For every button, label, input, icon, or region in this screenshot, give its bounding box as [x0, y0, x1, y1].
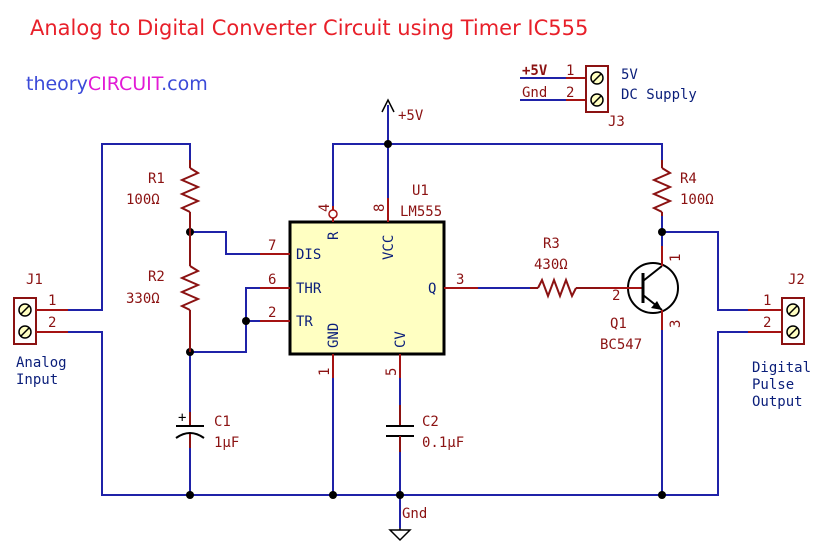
q1-ref: Q1: [610, 316, 627, 332]
junction-dot: [329, 491, 337, 499]
j2-label-line3: Output: [752, 394, 803, 410]
ic-u1-lm555: 7 6 2 3 4 8 1 5 DIS THR TR Q R VCC GND C…: [260, 183, 478, 378]
j1-label-line2: Input: [16, 372, 58, 388]
j2-output-connector: J2 1 2 Digital Pulse Output: [748, 272, 811, 410]
wire-gnd-bus: [190, 331, 748, 496]
ic-pin-name-gnd: GND: [326, 323, 342, 348]
ic-pin-num-q: 3: [456, 272, 464, 288]
brand-highlight: CIRCUIT: [87, 73, 162, 95]
wire-j1-pin1: [68, 143, 191, 311]
ic-pin-num-gnd: 1: [317, 368, 333, 376]
vcc-power-symbol: +5V: [381, 98, 424, 124]
brand-suffix: .com: [161, 73, 208, 95]
ic-ref: U1: [412, 183, 429, 199]
ic-pin-num-tr: 2: [268, 305, 276, 321]
j1-ref: J1: [26, 272, 43, 288]
junction-dot: [186, 491, 194, 499]
junction-dot: [396, 491, 404, 499]
j2-label-line2: Pulse: [752, 377, 794, 393]
ic-pin-num-dis: 7: [268, 238, 276, 254]
wire-dis: [190, 231, 260, 255]
ic-pin-name-tr: TR: [296, 314, 313, 330]
wire-collector: [662, 231, 748, 311]
c1-ref: C1: [214, 414, 231, 430]
r4-ref: R4: [680, 171, 697, 187]
wire-j1-pin2: [68, 331, 190, 496]
q1-value: BC547: [600, 337, 642, 353]
brand-prefix: theory: [26, 73, 88, 95]
resistor-r1: R1 100Ω: [126, 160, 201, 232]
ic-value: LM555: [400, 204, 442, 220]
j3-supply-connector: +5V 1 Gnd 2 5V DC Supply J3: [522, 63, 697, 130]
ic-pin-name-vcc: VCC: [381, 235, 397, 260]
j3-pin2-num: 2: [566, 85, 574, 101]
j3-ref: J3: [608, 114, 625, 130]
wires: [68, 77, 748, 528]
junction-dot: [658, 228, 666, 236]
c1-value: 1µF: [214, 435, 239, 451]
capacitor-c2: C2 0.1µF: [386, 405, 464, 452]
j3-pin2-net: Gnd: [522, 85, 547, 101]
j2-ref: J2: [788, 272, 805, 288]
r4-value: 100Ω: [680, 192, 714, 208]
gnd-label: Gnd: [402, 506, 427, 522]
j1-label-line1: Analog: [16, 355, 67, 371]
transistor-q1: 2 1 3 Q1 BC547: [600, 246, 684, 353]
r3-ref: R3: [543, 236, 560, 252]
r2-ref: R2: [148, 269, 165, 285]
q1-pin-emitter: 3: [668, 320, 684, 328]
j3-label-line1: 5V: [621, 67, 638, 83]
ground-symbol: Gnd: [388, 506, 427, 542]
junction-dot: [384, 140, 392, 148]
j3-pin1-net: +5V: [522, 63, 548, 79]
r1-ref: R1: [148, 171, 165, 187]
q1-pin-base: 2: [612, 288, 620, 304]
j2-pin1-num: 1: [763, 293, 771, 309]
r1-value: 100Ω: [126, 192, 160, 208]
ic-pin-name-cv: CV: [393, 331, 409, 348]
vcc-label: +5V: [398, 108, 424, 124]
ic-pin-num-cv: 5: [384, 368, 400, 376]
junction-dot: [242, 317, 250, 325]
ic-pin-name-r: R: [326, 231, 342, 240]
j3-label-line2: DC Supply: [621, 87, 697, 103]
ic-pin-name-q: Q: [428, 281, 436, 297]
j2-label-line1: Digital: [752, 360, 811, 376]
c2-ref: C2: [422, 414, 439, 430]
brand-logo: theoryCIRCUIT.com: [26, 73, 208, 95]
ic-pin-name-dis: DIS: [296, 247, 321, 263]
j1-input-connector: J1 1 2 Analog Input: [13, 272, 68, 388]
c1-polarity: +: [178, 410, 186, 426]
ic-pin-name-thr: THR: [296, 281, 322, 297]
ic-pin-num-vcc: 8: [372, 204, 388, 212]
j2-pin2-num: 2: [763, 315, 771, 331]
ic-pin-num-r: 4: [317, 204, 333, 212]
diagram-title: Analog to Digital Converter Circuit usin…: [30, 16, 589, 40]
j1-pin1-num: 1: [48, 293, 56, 309]
r2-value: 330Ω: [126, 291, 160, 307]
ic-pin-num-thr: 6: [268, 272, 276, 288]
wire-vcc-rail: [332, 143, 663, 206]
c2-value: 0.1µF: [422, 435, 464, 451]
resistor-r4: R4 100Ω: [651, 160, 714, 216]
q1-pin-collector: 1: [668, 254, 684, 262]
junction-dot: [658, 491, 666, 499]
j3-pin1-num: 1: [566, 63, 574, 79]
r3-value: 430Ω: [534, 257, 568, 273]
resistor-r3: R3 430Ω: [530, 236, 600, 299]
capacitor-c1: + C1 1µF: [175, 410, 239, 451]
j1-pin2-num: 2: [48, 315, 56, 331]
resistor-r2: R2 330Ω: [126, 232, 201, 352]
